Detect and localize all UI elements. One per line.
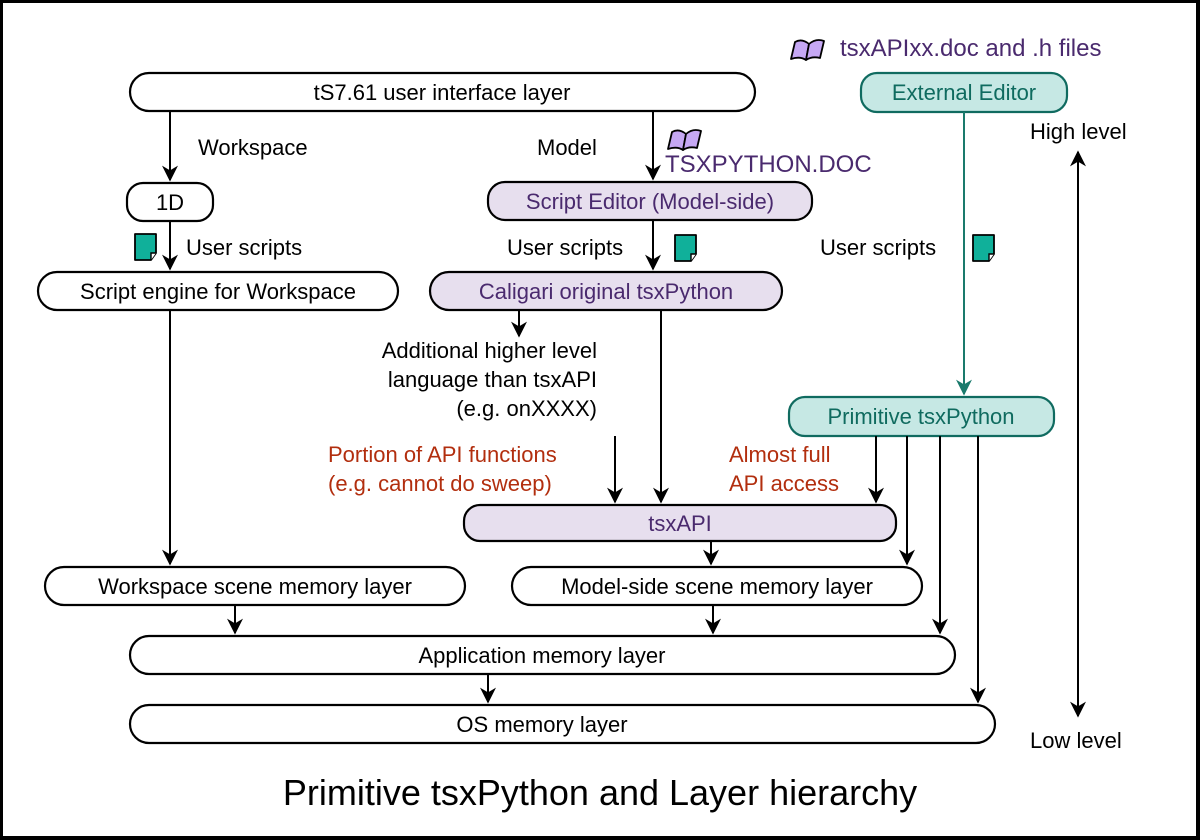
node-tsxapi: tsxAPI <box>462 503 898 543</box>
label-user-scripts-model: User scripts <box>507 235 623 260</box>
node-workspace-scene-memory: Workspace scene memory layer <box>43 565 467 607</box>
node-external-editor: External Editor <box>859 71 1069 114</box>
script-file-icon <box>674 234 697 262</box>
node-external-editor-label: External Editor <box>892 80 1036 105</box>
node-tsxapi-label: tsxAPI <box>648 511 712 536</box>
node-primitive-tsxpython-label: Primitive tsxPython <box>827 404 1014 429</box>
node-primitive-tsxpython: Primitive tsxPython <box>787 395 1056 438</box>
label-user-scripts-workspace: User scripts <box>186 235 302 260</box>
label-almost-line1: Almost full <box>729 442 830 467</box>
node-1d: 1D <box>125 181 215 223</box>
label-additional-line2: language than tsxAPI <box>388 367 597 392</box>
label-high-level: High level <box>1030 119 1127 144</box>
node-script-engine-workspace: Script engine for Workspace <box>36 270 400 312</box>
node-caligari-tsxpython-label: Caligari original tsxPython <box>479 279 733 304</box>
node-os-memory: OS memory layer <box>128 703 997 745</box>
node-caligari-tsxpython: Caligari original tsxPython <box>428 270 784 312</box>
script-file-icon <box>134 233 157 261</box>
node-script-engine-workspace-label: Script engine for Workspace <box>80 279 356 304</box>
node-application-memory: Application memory layer <box>128 634 957 676</box>
label-additional-line1: Additional higher level <box>382 338 597 363</box>
label-portion-line1: Portion of API functions <box>328 442 557 467</box>
label-low-level: Low level <box>1030 728 1122 753</box>
open-book-icon <box>667 129 702 151</box>
label-tsxapi-docs: tsxAPIxx.doc and .h files <box>840 35 1101 62</box>
node-ui-layer: tS7.61 user interface layer <box>128 71 757 113</box>
node-ui-layer-label: tS7.61 user interface layer <box>314 80 571 105</box>
label-model: Model <box>537 135 597 160</box>
node-workspace-scene-memory-label: Workspace scene memory layer <box>98 574 412 599</box>
node-script-editor-label: Script Editor (Model-side) <box>526 189 774 214</box>
node-script-editor: Script Editor (Model-side) <box>486 180 814 222</box>
script-file-icon <box>972 234 995 262</box>
open-book-icon <box>790 39 825 61</box>
label-additional-line3: (e.g. onXXXX) <box>456 396 597 421</box>
label-workspace: Workspace <box>198 135 308 160</box>
node-os-memory-label: OS memory layer <box>456 712 627 737</box>
label-portion-line2: (e.g. cannot do sweep) <box>328 471 552 496</box>
diagram-title: Primitive tsxPython and Layer hierarchy <box>283 772 917 813</box>
label-user-scripts-external: User scripts <box>820 235 936 260</box>
label-almost-line2: API access <box>729 471 839 496</box>
label-tsxpython-doc: TSXPYTHON.DOC <box>665 151 872 178</box>
node-application-memory-label: Application memory layer <box>419 643 666 668</box>
node-model-scene-memory-label: Model-side scene memory layer <box>561 574 873 599</box>
node-1d-label: 1D <box>156 190 184 215</box>
node-model-scene-memory: Model-side scene memory layer <box>510 565 924 607</box>
